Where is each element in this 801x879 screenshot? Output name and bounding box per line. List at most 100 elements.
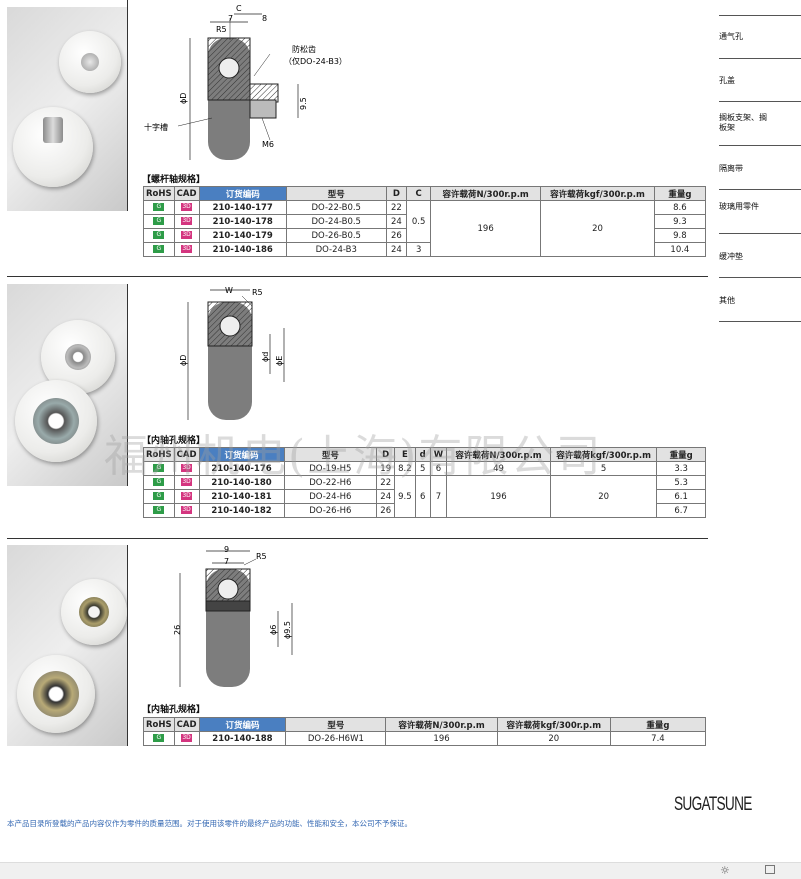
sidebar-divider — [719, 15, 801, 16]
rohs-badge: G — [153, 492, 165, 500]
sidebar-item-cushion[interactable]: 缓冲垫 — [719, 252, 743, 261]
col-code: 订货编码 — [198, 447, 285, 462]
label-phi-e: ϕE — [275, 356, 284, 366]
value-load-n: 196 — [429, 200, 542, 257]
order-code: 210-140-181 — [198, 489, 285, 504]
value-load-kgf-merged: 20 — [549, 475, 658, 518]
value-w-merged: 7 — [429, 475, 448, 518]
section-divider-1 — [7, 276, 708, 277]
col-code: 订货编码 — [198, 186, 287, 201]
value-d-inner-merged: 6 — [414, 475, 431, 518]
value-d: 24 — [385, 214, 408, 229]
value-weight: 8.6 — [653, 200, 707, 215]
dim-7: 7 — [224, 557, 229, 566]
col-model: 型号 — [285, 186, 387, 201]
sidebar-item-vent[interactable]: 通气孔 — [719, 32, 743, 41]
panel-icon[interactable] — [765, 865, 775, 874]
col-load-kgf: 容许载荷kgf/300r.p.m — [549, 447, 658, 462]
photo-divider-1 — [127, 0, 128, 211]
value-d: 22 — [385, 200, 408, 215]
watermark: 福州机电(上海)有限公司 — [104, 431, 603, 482]
value-d: 26 — [385, 228, 408, 243]
dim-c: C — [236, 4, 242, 13]
cad-3d-link[interactable]: 3D — [181, 464, 193, 472]
value-weight: 3.3 — [656, 461, 706, 476]
cad-3d-link[interactable]: 3D — [181, 217, 193, 225]
dim-7: 7 — [228, 14, 233, 23]
table-header-row: RoHS CAD 订货编码 型号 容许载荷N/300r.p.m 容许载荷kgf/… — [143, 717, 707, 732]
col-rohs: RoHS — [143, 186, 175, 201]
cad-3d-link[interactable]: 3D — [181, 506, 193, 514]
drawing-wide-roller: 9 7 R5 26 ϕ6 ϕ9.5 — [173, 545, 293, 687]
sun-icon[interactable]: ☼ — [720, 864, 730, 877]
value-weight: 5.3 — [656, 475, 706, 490]
label-phi-d-outer: ϕD — [179, 355, 188, 366]
table-row: G 3D 210-140-176 DO-19-H5 19 8.2 5 6 49 … — [143, 461, 706, 476]
product-photo-bearing-roller — [7, 284, 127, 486]
sidebar-divider — [719, 145, 801, 146]
col-d-inner: d — [414, 447, 431, 462]
col-load-n: 容许载荷N/300r.p.m — [429, 186, 542, 201]
sidebar-divider — [719, 277, 801, 278]
col-d: D — [376, 447, 396, 462]
cad-3d-link[interactable]: 3D — [181, 492, 193, 500]
drawing-screw-roller: 7 C 8 R5 防松齿 （仅DO-24-B3） ϕD 9.5 十字槽 M6 — [144, 4, 347, 160]
value-c-merged: 0.5 — [406, 200, 431, 243]
label-diameter-9-5: ϕ9.5 — [283, 621, 292, 639]
section-title-wide: 【内轴孔规格】 — [142, 705, 206, 715]
col-load-kgf: 容许载荷kgf/300r.p.m — [540, 186, 655, 201]
table-row: G 3D 210-140-179 DO-26-B0.5 26 9.8 — [143, 228, 707, 243]
model: DO-26-B0.5 — [285, 228, 387, 243]
order-code: 210-140-177 — [198, 200, 287, 215]
table-row: G 3D 210-140-188 DO-26-H6W1 196 20 7.4 — [143, 731, 707, 746]
rohs-badge: G — [153, 464, 165, 472]
order-code: 210-140-176 — [198, 461, 285, 476]
col-weight: 重量g — [653, 186, 707, 201]
col-cad: CAD — [173, 447, 200, 462]
bottom-toolbar: ☼ — [0, 862, 801, 879]
order-code: 210-140-186 — [198, 242, 287, 257]
col-model: 型号 — [285, 717, 387, 732]
sidebar-divider — [719, 58, 801, 59]
sidebar-item-spacer[interactable]: 隔离带 — [719, 164, 743, 173]
label-diameter-26: 26 — [173, 625, 182, 635]
section-title-screw: 【螺杆轴规格】 — [142, 175, 206, 185]
spec-table-wide: RoHS CAD 订货编码 型号 容许载荷N/300r.p.m 容许载荷kgf/… — [143, 717, 707, 746]
cad-3d-link[interactable]: 3D — [181, 734, 193, 742]
label-diameter-6: ϕ6 — [269, 625, 278, 635]
cad-3d-link[interactable]: 3D — [181, 203, 193, 211]
col-weight: 重量g — [656, 447, 706, 462]
value-load-n: 196 — [385, 731, 498, 746]
value-weight: 9.3 — [653, 214, 707, 229]
col-rohs: RoHS — [143, 447, 175, 462]
model: DO-26-H6W1 — [285, 731, 387, 746]
cad-3d-link[interactable]: 3D — [181, 231, 193, 239]
value-weight: 6.7 — [656, 503, 706, 518]
cad-3d-link[interactable]: 3D — [181, 245, 193, 253]
col-load-n: 容许载荷N/300r.p.m — [385, 717, 498, 732]
sidebar-item-glass-parts[interactable]: 玻璃用零件 — [719, 202, 759, 211]
dim-r5: R5 — [256, 552, 267, 561]
sidebar-item-other[interactable]: 其他 — [719, 296, 735, 305]
rohs-badge: G — [153, 217, 165, 225]
table-header-row: RoHS CAD 订货编码 型号 D C 容许载荷N/300r.p.m 容许载荷… — [143, 186, 707, 201]
sidebar-item-shelf-bracket[interactable]: 搁板支架、搁板架 — [719, 113, 767, 132]
label-anti-lock-teeth: 防松齿 — [292, 44, 316, 54]
value-d: 26 — [376, 503, 396, 518]
label-anti-lock-note: （仅DO-24-B3） — [284, 56, 347, 66]
col-e: E — [394, 447, 416, 462]
label-phi-d: ϕD — [179, 93, 188, 104]
value-load-kgf: 20 — [540, 200, 655, 257]
photo-divider-3 — [127, 545, 128, 746]
order-code: 210-140-182 — [198, 503, 285, 518]
rohs-badge: G — [153, 734, 165, 742]
rohs-badge: G — [153, 203, 165, 211]
model: DO-24-B0.5 — [285, 214, 387, 229]
col-load-n: 容许载荷N/300r.p.m — [446, 447, 551, 462]
value-load-n-merged: 196 — [446, 475, 551, 518]
order-code: 210-140-188 — [198, 731, 287, 746]
label-9-5: 9.5 — [299, 97, 308, 110]
cad-3d-link[interactable]: 3D — [181, 478, 193, 486]
label-cross-slot: 十字槽 — [144, 122, 168, 132]
sidebar-item-hole-cover[interactable]: 孔盖 — [719, 76, 735, 85]
